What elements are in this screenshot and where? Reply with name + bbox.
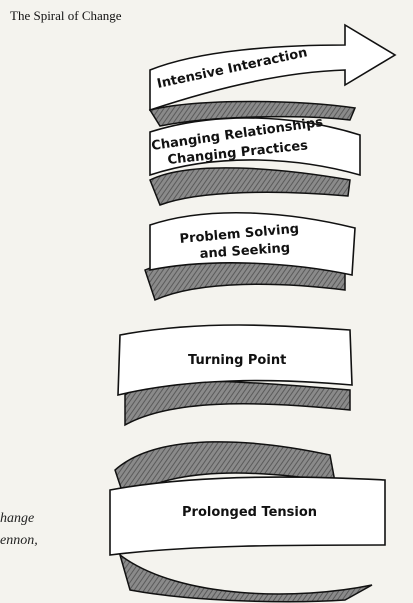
ribbon-band-turning-point [117,324,353,397]
ribbon-back-bottom [118,553,373,603]
stage-label-and-seeking: and Seeking [199,241,290,262]
stage-label-prolonged-tension: Prolonged Tension [182,505,317,520]
stage-label-turning-point: Turning Point [188,353,286,368]
ribbon-back-4 [114,441,336,502]
figure-title: The Spiral of Change [10,8,122,23]
margin-fragment-2: ennon, [0,533,38,548]
margin-fragment-1: hange [0,511,35,526]
ribbon-band-problem-solving [149,212,356,276]
ribbon-band-intensive-interaction [149,23,397,112]
ribbon-band-changing [149,117,361,177]
ribbon-back-1 [149,167,351,206]
ribbon-band-prolonged-tension [109,476,386,556]
